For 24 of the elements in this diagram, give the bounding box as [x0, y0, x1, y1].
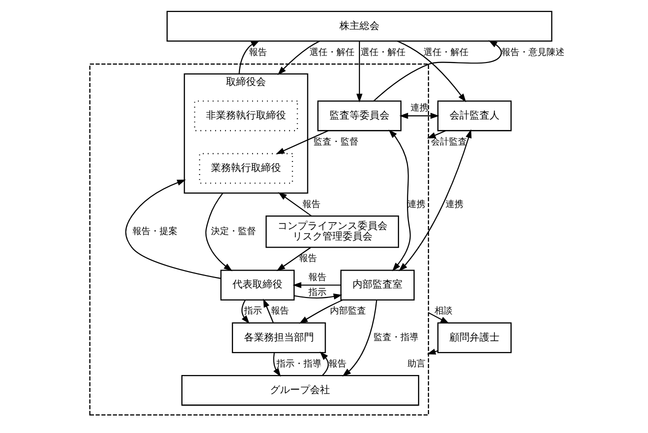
- edge-label: 助言: [407, 358, 426, 368]
- edge-label: 監査・監督: [313, 136, 358, 146]
- edge-label: 報告: [328, 358, 346, 368]
- edge-label: 選任・解任: [308, 46, 354, 57]
- edge-label: 内部監査: [329, 306, 366, 316]
- edge-label: 相談: [434, 306, 452, 316]
- edge-label: 報告: [248, 46, 266, 57]
- edge-label: 監査・指導: [373, 332, 418, 342]
- edge-label: 報告: [302, 198, 320, 209]
- edge-label: 報告: [308, 272, 326, 282]
- edge-label: 報告: [298, 253, 317, 264]
- edge-label: 連携: [444, 198, 463, 209]
- edge-label: 連携: [410, 102, 428, 113]
- edge-label: 会計監査: [430, 136, 467, 146]
- edge-label: 指示・指導: [276, 358, 322, 368]
- edge-label: 指示: [244, 306, 262, 316]
- edge-label: 報告・提案: [132, 226, 178, 236]
- edge-label: 報告・意見陳述: [501, 46, 564, 57]
- edge-label: 指示: [308, 286, 326, 297]
- edge-label: 決定・監督: [210, 226, 256, 236]
- edge-label: 選任・解任: [423, 46, 468, 57]
- edge-label: 報告: [270, 306, 289, 316]
- edge-label: 連携: [407, 198, 426, 209]
- edge-label: 選任・解任: [360, 46, 405, 57]
